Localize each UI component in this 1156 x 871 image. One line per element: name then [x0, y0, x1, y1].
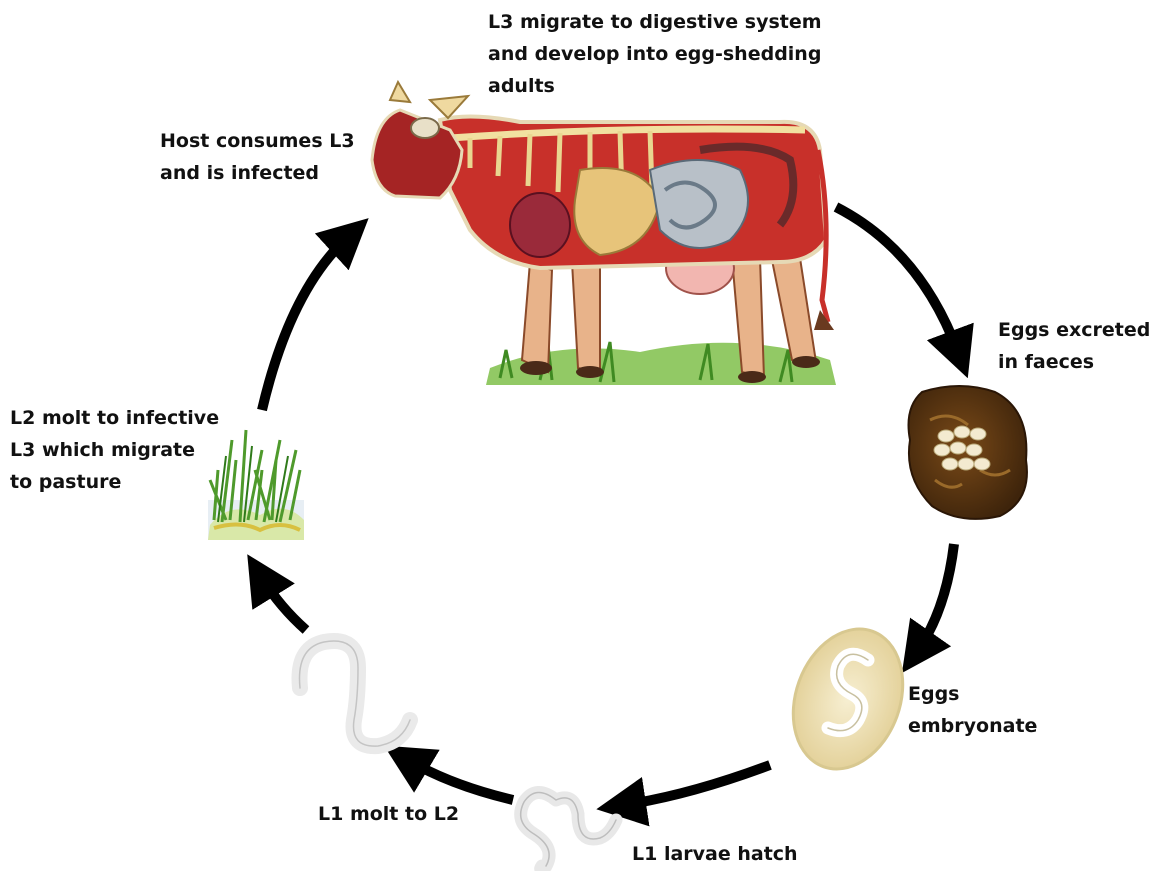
arrow-faeces-to-egg — [918, 544, 954, 650]
pasture-grass-illustration — [208, 430, 304, 540]
arrow-hatch-to-l2 — [408, 760, 513, 800]
cow-anatomy-illustration — [372, 82, 836, 385]
arrow-cow-to-faeces — [836, 207, 958, 352]
faeces-with-eggs-illustration — [909, 386, 1027, 519]
arrow-l2-to-pasture — [262, 578, 306, 630]
larva-l1-illustration — [521, 792, 616, 869]
embryonated-egg-illustration — [775, 614, 922, 785]
label-eggs-embryonate: Eggs embryonate — [908, 678, 1037, 742]
label-l1-hatch: L1 larvae hatch — [632, 838, 798, 870]
label-l2-molt: L2 molt to infective L3 which migrate to… — [10, 402, 219, 498]
larva-l2-illustration — [300, 641, 411, 746]
label-l3-migrate: L3 migrate to digestive system and devel… — [488, 6, 822, 102]
label-eggs-excreted: Eggs excreted in faeces — [998, 314, 1150, 378]
label-host-consumes: Host consumes L3 and is infected — [160, 125, 355, 189]
arrow-egg-to-hatch — [624, 765, 770, 805]
arrow-pasture-to-cow — [262, 237, 348, 410]
label-l1-molt: L1 molt to L2 — [318, 798, 459, 830]
